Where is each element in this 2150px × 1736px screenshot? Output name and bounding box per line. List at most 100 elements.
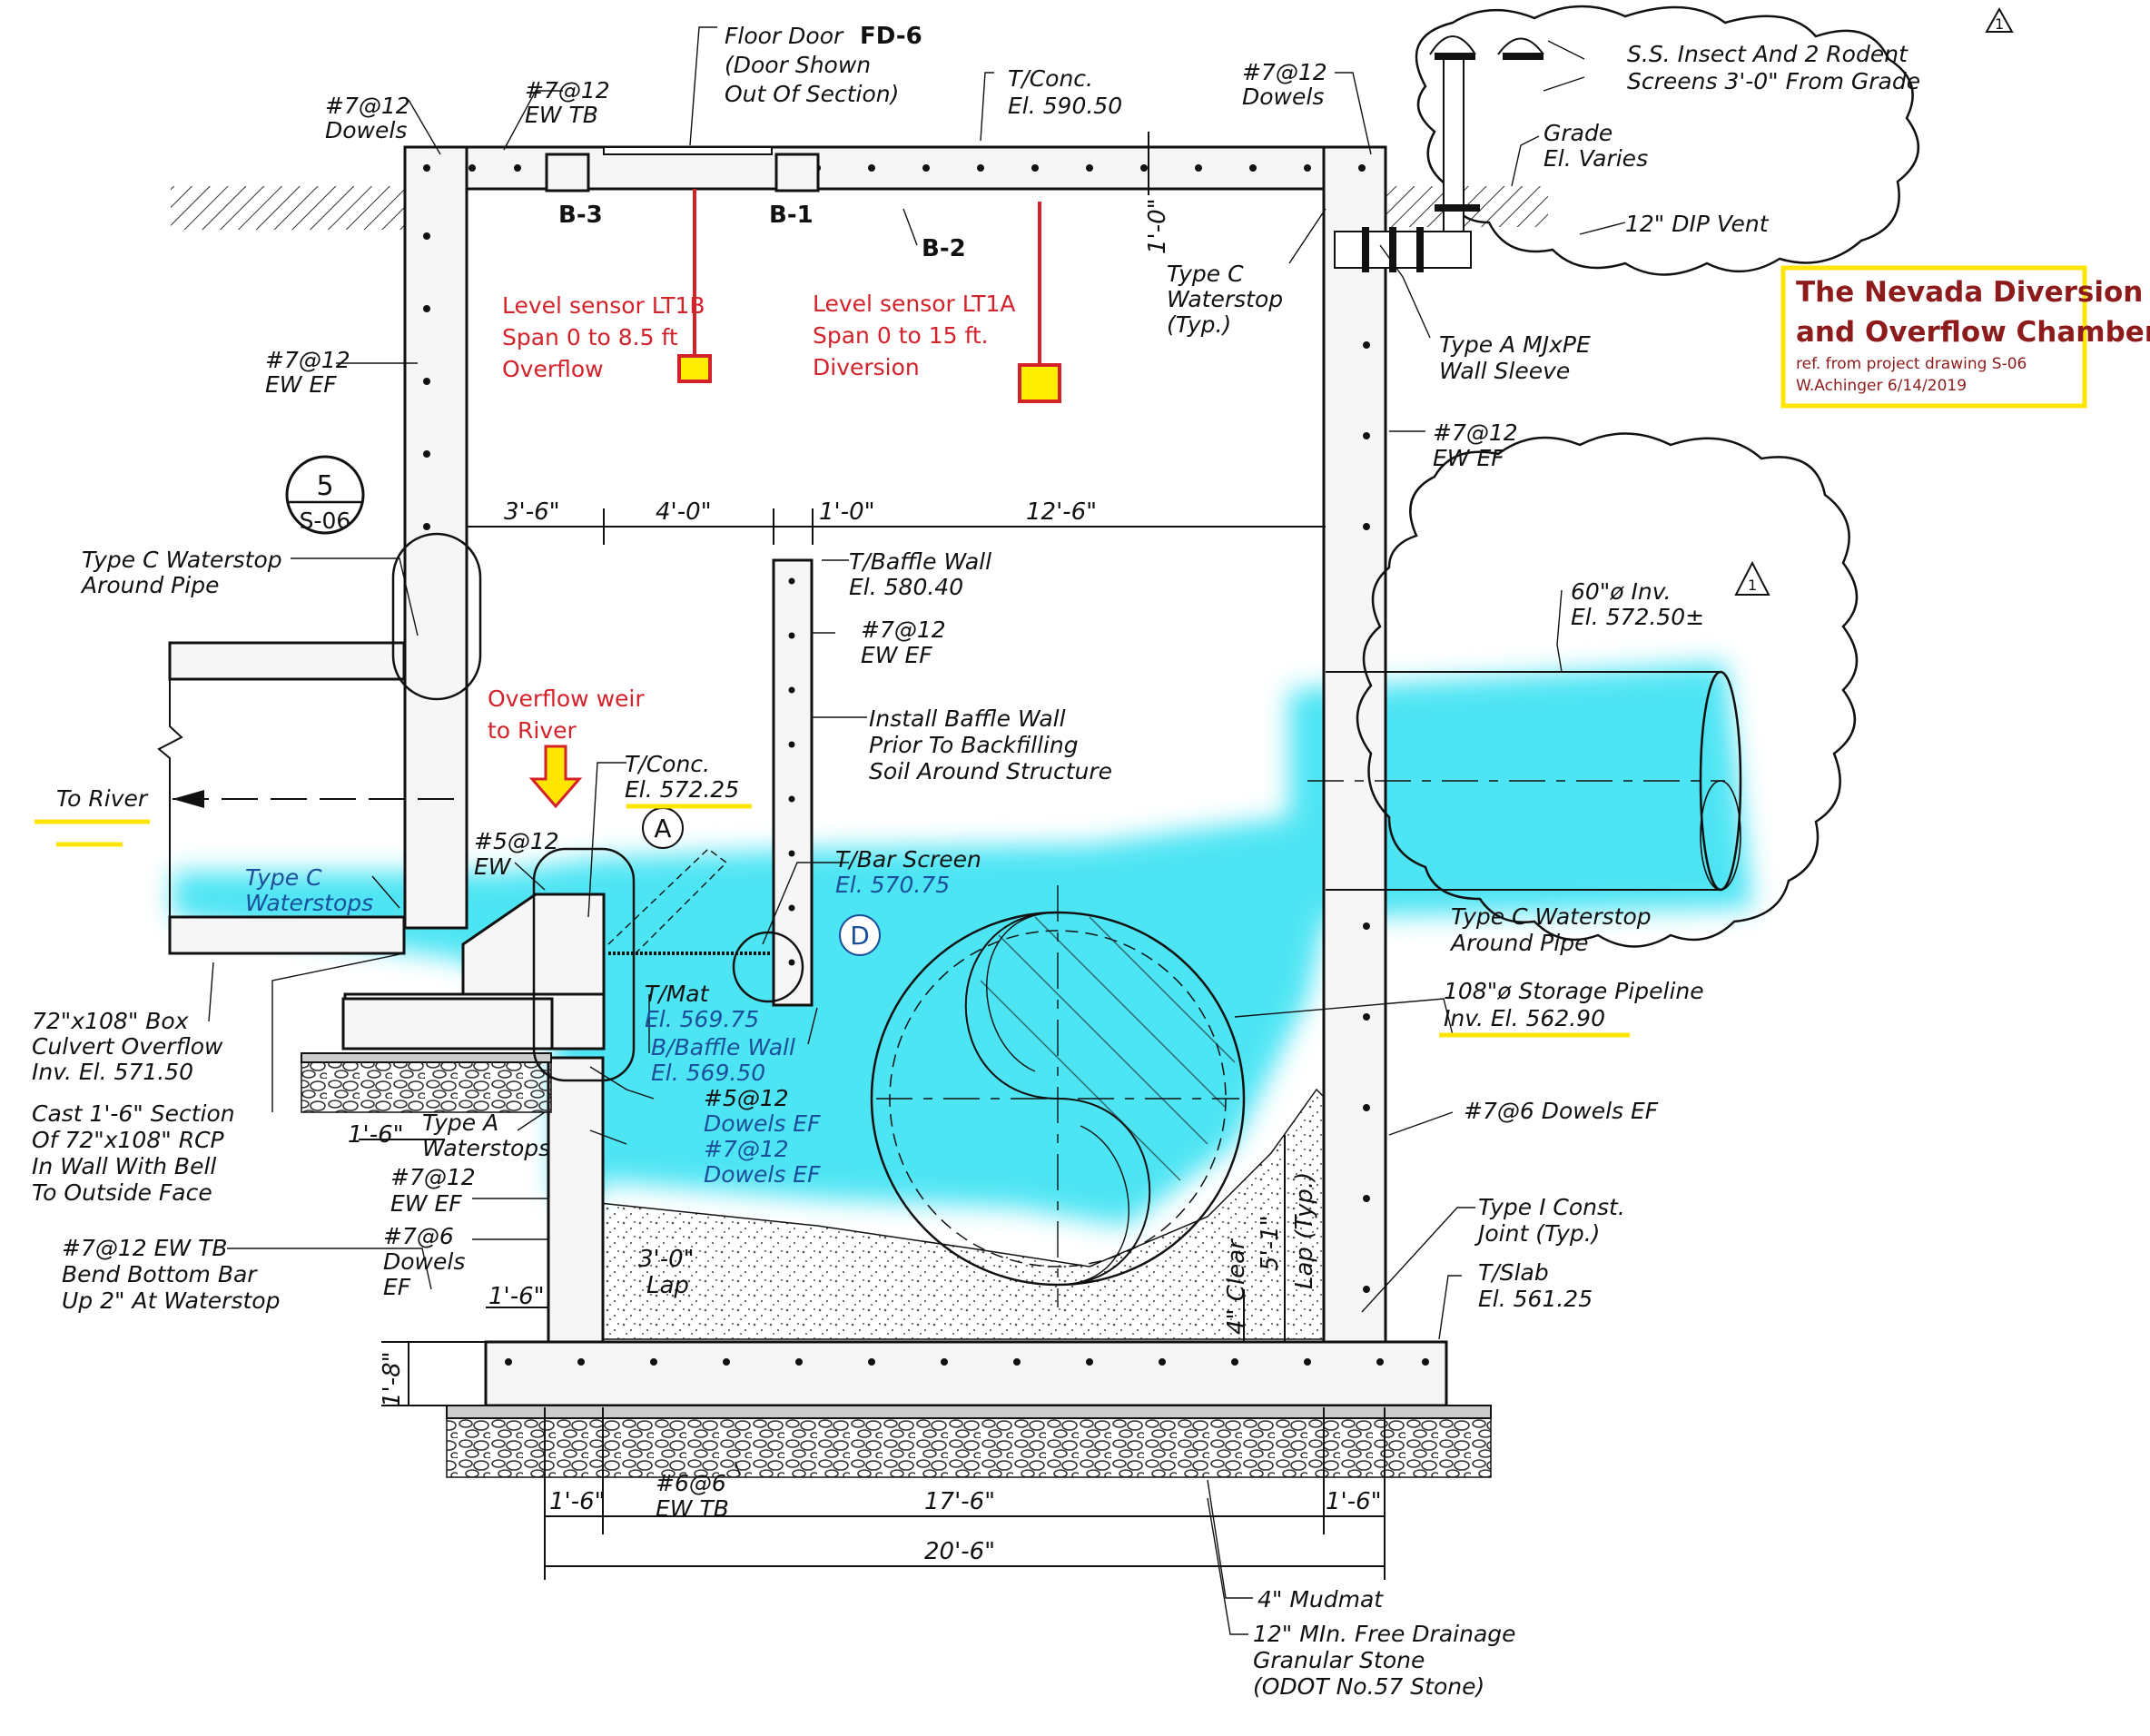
gravel-backfill <box>598 1088 1326 1340</box>
dowels-left-1: #7@12 <box>325 93 410 119</box>
type-c-pipe-2: Around Pipe <box>80 572 219 598</box>
type-a-ws-1: Type A <box>422 1110 498 1136</box>
dim-1-0: 1'-0" <box>819 498 875 526</box>
drain-2: Granular Stone <box>1253 1647 1425 1673</box>
dowels6-3: EF <box>383 1274 411 1300</box>
b-baffle-2: El. 569.50 <box>651 1060 765 1086</box>
beam-b1-label: B-1 <box>769 202 814 229</box>
bar-screen-swing <box>607 848 728 954</box>
dim-4-0: 4'-0" <box>656 498 712 526</box>
dim-1-6-a: 1'-6" <box>348 1121 404 1149</box>
dowels6-ef: #7@6 Dowels EF <box>1464 1098 1659 1124</box>
t-slab-2: El. 561.25 <box>1478 1286 1593 1312</box>
t-bar-1: T/Bar Screen <box>835 846 981 873</box>
cast-1: Cast 1'-6" Section <box>32 1100 235 1127</box>
stone-bottom <box>446 1417 1492 1478</box>
dim-1-8: 1'-8" <box>379 1351 406 1407</box>
dim-1-6-b: 1'-6" <box>488 1283 545 1310</box>
section-callout <box>285 455 365 535</box>
t-conc-weir-2: El. 572.25 <box>625 776 739 803</box>
t-baffle-1: T/Baffle Wall <box>849 548 991 575</box>
dimension-lines <box>359 132 1386 1580</box>
right-wall <box>1322 145 1387 1356</box>
type-c-ws-typ-3: (Typ.) <box>1167 311 1231 338</box>
dowels5-1: #5@12 <box>704 1085 789 1111</box>
ss-insect-2: Screens 3'-0" From Grade <box>1627 68 1920 94</box>
b-baffle-1: B/Baffle Wall <box>651 1034 795 1060</box>
revision-number-2: 1 <box>1748 577 1757 594</box>
title-author: W.Achinger 6/14/2019 <box>1796 377 1967 395</box>
clear-4: 4" Clear <box>1223 1238 1250 1335</box>
n5-2: EW <box>474 853 512 880</box>
lap-word: Lap <box>646 1272 689 1299</box>
ground-left <box>171 186 405 230</box>
culvert-top <box>168 641 406 681</box>
lap-3-0: 3'-0" <box>638 1246 695 1273</box>
ewef-lower-1: #7@12 <box>390 1164 476 1190</box>
t-mat-2: El. 569.75 <box>645 1006 759 1032</box>
sensor-lt1a-head <box>1018 363 1061 403</box>
weir-line1: Overflow weir <box>488 686 645 712</box>
ewef-left-2: EW EF <box>265 371 337 398</box>
n5-1: #5@12 <box>474 828 559 854</box>
detail-d-outline <box>732 931 804 1003</box>
ewef-right-1: #7@12 <box>1433 419 1518 446</box>
lap-5-1: 5'-1" <box>1257 1215 1284 1271</box>
baffle-wall <box>772 558 814 1007</box>
box-3: Inv. El. 571.50 <box>32 1059 193 1085</box>
t-conc-top: T/Conc. <box>1008 65 1093 92</box>
dowels5-2: Dowels EF <box>704 1110 821 1137</box>
one-zero-vert: 1'-0" <box>1144 198 1171 254</box>
drain-3: (ODOT No.57 Stone) <box>1253 1673 1484 1700</box>
type-i-1: Type I Const. <box>1478 1194 1625 1220</box>
grade-2: El. Varies <box>1543 145 1648 172</box>
section-number: 5 <box>316 470 333 502</box>
beam-b3 <box>545 153 590 192</box>
beam-b3-label: B-3 <box>558 202 603 229</box>
ewtb-top-1: #7@12 <box>525 77 610 104</box>
stone-left <box>301 1061 552 1113</box>
detail-5-outline <box>391 532 482 701</box>
baffle-ewef-2: EW EF <box>861 642 932 668</box>
ewtb-top-2: EW TB <box>525 102 598 128</box>
type-c-pipe-1: Type C Waterstop <box>82 547 282 573</box>
title-line1: The Nevada Diversion <box>1796 276 2143 309</box>
left-wall-lower <box>547 1056 605 1359</box>
vent-pipe <box>1334 35 1544 272</box>
lt1b-line2: Span 0 to 8.5 ft <box>502 324 678 350</box>
cast-4: To Outside Face <box>32 1179 212 1206</box>
title-ref: ref. from project drawing S-06 <box>1796 355 2027 373</box>
dim-17-6: 17'-6" <box>924 1488 995 1515</box>
sensor-lt1b-head <box>677 354 712 383</box>
tc-ws-blue-2: Waterstops <box>245 890 373 916</box>
t-slab-1: T/Slab <box>1478 1259 1549 1286</box>
tc-ws-blue-1: Type C <box>245 864 322 891</box>
cast-3: In Wall With Bell <box>32 1153 216 1179</box>
revision-triangle-1 <box>1985 6 2014 33</box>
left-wall-upper <box>403 145 468 930</box>
callout-a: A <box>654 814 671 843</box>
storage-pipe <box>870 885 1246 1307</box>
el-top: El. 590.50 <box>1008 93 1122 119</box>
ewef-lower-2: EW EF <box>390 1190 462 1217</box>
lt1b-line3: Overflow <box>502 356 604 382</box>
lt1b-line1: Level sensor LT1B <box>502 292 705 319</box>
lt1a-line2: Span 0 to 15 ft. <box>813 322 989 349</box>
to-river-arrow-head <box>173 790 204 808</box>
t-conc-weir-1: T/Conc. <box>625 751 710 777</box>
dim-20-6: 20'-6" <box>924 1538 995 1565</box>
ss-insect-1: S.S. Insect And 2 Rodent <box>1627 41 1908 67</box>
type-a-sleeve-1: Type A MJxPE <box>1439 331 1591 358</box>
ewef-left-1: #7@12 <box>265 347 350 373</box>
type-c-around-2: Around Pipe <box>1449 930 1588 956</box>
dim-12-6: 12'-6" <box>1026 498 1097 526</box>
ewtb-bend-3: Up 2" At Waterstop <box>62 1287 280 1314</box>
inlet-pipe-60 <box>1307 670 1742 892</box>
type-c-around-1: Type C Waterstop <box>1451 903 1652 930</box>
revision-cloud-top <box>1415 5 1920 276</box>
ewtb-bend-2: Bend Bottom Bar <box>62 1261 258 1287</box>
box-1: 72"x108" Box <box>32 1008 189 1034</box>
dowels7-2: Dowels EF <box>704 1161 821 1188</box>
title-box <box>1780 265 2087 409</box>
to-river: To River <box>56 785 149 812</box>
